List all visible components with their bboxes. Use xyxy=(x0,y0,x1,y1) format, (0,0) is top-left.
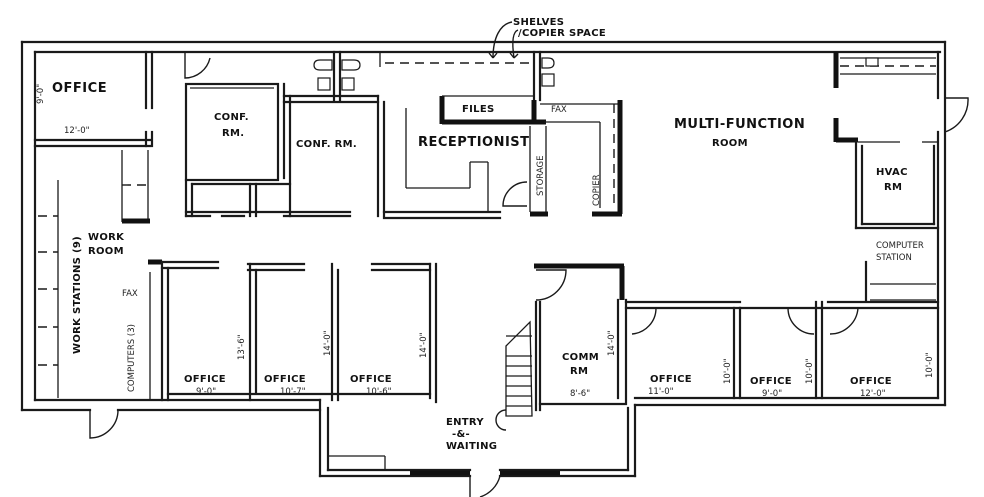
exit-door-sw xyxy=(89,409,119,439)
dim-office-s1-h: 13'-6" xyxy=(237,334,247,360)
dim-comm-rm-h: 14'-0" xyxy=(607,330,617,356)
label-hvac-l2: RM xyxy=(884,182,902,193)
dim-office-s4-w: 11'-0" xyxy=(648,387,674,397)
dim-comm-rm-w: 8'-6" xyxy=(570,389,590,399)
shelves-label: SHELVES xyxy=(513,17,564,28)
office-nw-walls xyxy=(33,50,154,148)
dim-office-s6-h: 10'-0" xyxy=(925,352,935,378)
dim-office-s3-h: 14'-0" xyxy=(419,332,429,358)
door-arc xyxy=(631,307,657,335)
room-labels: OFFICE 12'-0" 9'-0" CONF. RM. CONF. RM. … xyxy=(36,81,935,452)
door-arc xyxy=(184,52,211,79)
label-entry-l2: -&- xyxy=(452,429,470,440)
work-room-fixtures xyxy=(38,150,162,400)
label-office-s2: OFFICE xyxy=(264,374,306,385)
label-office-s1: OFFICE xyxy=(184,374,226,385)
copier-space-label: /COPIER SPACE xyxy=(518,28,606,39)
label-hvac-l1: HVAC xyxy=(876,167,908,178)
dim-office-s2-h: 14'-0" xyxy=(323,330,333,356)
dim-office-s4-h: 10'-0" xyxy=(723,358,733,384)
label-computer-station-l1: COMPUTER xyxy=(876,241,924,251)
comm-door xyxy=(535,269,567,301)
label-storage: STORAGE xyxy=(536,156,546,196)
door-arc xyxy=(787,307,815,335)
entry-door xyxy=(469,475,501,497)
south-east-offices-walls xyxy=(624,300,940,400)
exterior-walls xyxy=(20,40,947,478)
label-comm-rm-l2: RM xyxy=(570,366,588,377)
label-entry-l3: WAITING xyxy=(446,441,497,452)
label-multi-function-l1: MULTI-FUNCTION xyxy=(674,117,805,132)
label-copier: COPIER xyxy=(592,174,602,206)
dim-office-s1-w: 9'-0" xyxy=(196,387,216,397)
shelves-annotation: SHELVES /COPIER SPACE xyxy=(488,17,606,59)
exit-door-east xyxy=(944,97,969,133)
label-office-s4: OFFICE xyxy=(650,374,692,385)
label-work-room-l1: WORK xyxy=(88,232,125,243)
dim-office-s5-w: 9'-0" xyxy=(762,389,782,399)
dim-office-s3-w: 10'-6" xyxy=(366,387,392,397)
label-office-nw: OFFICE xyxy=(52,81,107,96)
label-multi-function-l2: ROOM xyxy=(712,138,748,149)
stair-and-comm-walls xyxy=(495,263,628,431)
dim-office-s2-w: 10'-7" xyxy=(280,387,306,397)
reception-door xyxy=(502,181,528,207)
dim-office-nw-w: 12'-0" xyxy=(64,126,90,136)
conf-room-walls xyxy=(184,82,502,220)
restroom-fixtures xyxy=(313,50,555,102)
label-computer-station-l2: STATION xyxy=(876,253,912,263)
label-receptionist: RECEPTIONIST xyxy=(418,135,530,150)
east-walls xyxy=(833,52,940,302)
label-conf-rm-1-l2: RM. xyxy=(222,128,244,139)
label-work-room-l2: ROOM xyxy=(88,246,124,257)
label-conf-rm-2: CONF. RM. xyxy=(296,139,357,150)
label-entry-l1: ENTRY xyxy=(446,417,484,428)
label-files: FILES xyxy=(462,104,494,115)
label-work-stations: WORK STATIONS (9) xyxy=(72,236,83,354)
dim-office-s6-w: 12'-0" xyxy=(860,389,886,399)
label-office-s6: OFFICE xyxy=(850,376,892,387)
label-fax-work: FAX xyxy=(122,289,138,299)
reception-walls xyxy=(405,95,623,217)
dim-office-nw-h: 9'-0" xyxy=(36,84,46,104)
label-conf-rm-1-l1: CONF. xyxy=(214,112,249,123)
label-office-s5: OFFICE xyxy=(750,376,792,387)
door-arc xyxy=(829,307,859,335)
south-west-offices-walls xyxy=(160,260,438,404)
label-fax: FAX xyxy=(551,105,567,115)
label-office-s3: OFFICE xyxy=(350,374,392,385)
dim-office-s5-h: 10'-0" xyxy=(805,358,815,384)
label-computers: COMPUTERS (3) xyxy=(127,324,137,392)
label-comm-rm-l1: COMM xyxy=(562,352,599,363)
